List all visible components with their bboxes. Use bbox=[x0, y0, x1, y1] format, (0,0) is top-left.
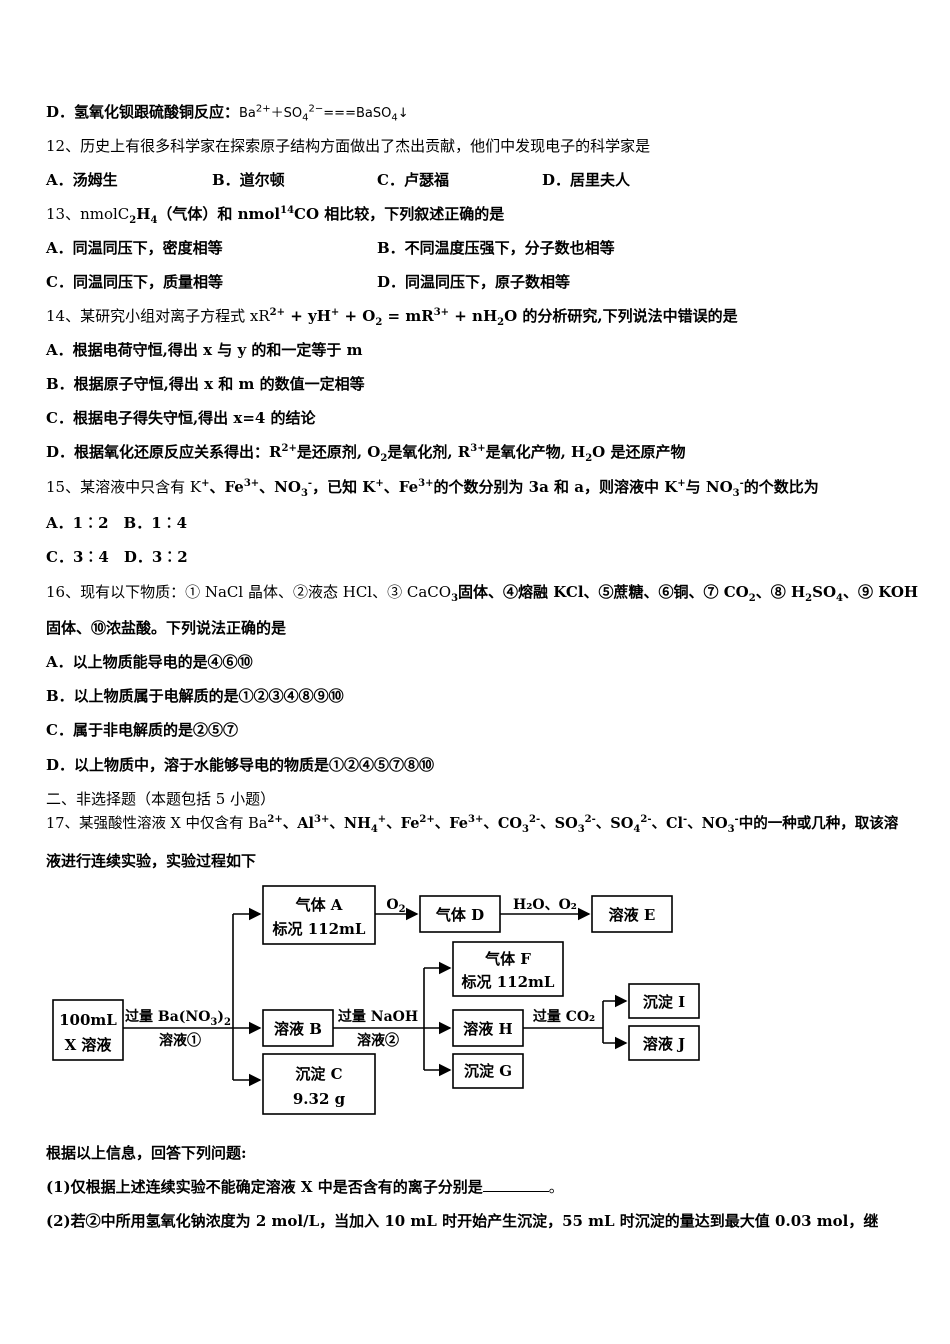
q13-option-c: C．同温同压下，质量相等 bbox=[46, 273, 223, 291]
q16-stem-continued: 固体、⑩浓盐酸。下列说法正确的是 bbox=[46, 619, 287, 637]
q13-option-b: B．不同温度压强下，分子数也相等 bbox=[377, 239, 615, 257]
q13-stem: 13、nmolC2H4（气体）和 nmol14CO 相比较，下列叙述正确的是 bbox=[46, 205, 505, 226]
reagent-2-label: 溶液② bbox=[357, 1032, 399, 1049]
gas-f-volume: 标况 112mL bbox=[461, 973, 555, 991]
box-precip-c bbox=[262, 1053, 376, 1115]
o2-label: O2 bbox=[386, 897, 405, 915]
box-precip-i bbox=[628, 983, 700, 1019]
precip-c-name: 沉淀 C bbox=[295, 1065, 342, 1083]
q17-part-2: (2)若②中所用氢氧化钠浓度为 2 mol/L，当加入 10 mL 时开始产生沉… bbox=[46, 1212, 879, 1230]
reagent-1-name: 过量 Ba(NO3)2 bbox=[125, 1008, 231, 1028]
q14-option-c: C．根据电子得失守恒,得出 x=4 的结论 bbox=[46, 409, 316, 427]
q14-option-b: B．根据原子守恒,得出 x 和 m 的数值一定相等 bbox=[46, 375, 365, 393]
x-solution-volume: 100mL bbox=[59, 1011, 117, 1029]
q15-options-row1: A．1︰2 B．1︰4 bbox=[46, 514, 188, 532]
q16-stem: 16、现有以下物质：① NaCl 晶体、②液态 HCl、③ CaCO3固体、④熔… bbox=[46, 583, 919, 604]
q11-option-d: D．氢氧化钡跟硫酸铜反应：Ba2+＋SO42−===BaSO4↓ bbox=[46, 103, 409, 124]
q14-stem: 14、某研究小组对离子方程式 xR2+ + yH+ + O2 = mR3+ + … bbox=[46, 307, 738, 328]
box-solution-j bbox=[628, 1025, 700, 1061]
box-x-solution bbox=[52, 999, 124, 1061]
q12-option-c: C．卢瑟福 bbox=[377, 171, 449, 189]
h2o-o2-label: H₂O、O₂ bbox=[513, 897, 577, 913]
q16-option-a: A．以上物质能导电的是④⑥⑩ bbox=[46, 653, 253, 671]
gas-d-name: 气体 D bbox=[435, 906, 484, 924]
gas-f-name: 气体 F bbox=[484, 950, 531, 968]
q17-stem-continued: 液进行连续实验，实验过程如下 bbox=[46, 852, 257, 870]
precip-g-name: 沉淀 G bbox=[464, 1062, 512, 1080]
q15-stem: 15、某溶液中只含有 K+、Fe3+、NO3-，已知 K+、Fe3+的个数分别为… bbox=[46, 478, 819, 499]
q13-option-d: D．同温同压下，原子数相等 bbox=[377, 273, 571, 291]
q13-option-a: A．同温同压下，密度相等 bbox=[46, 239, 223, 257]
q15-options-row2: C．3︰4 D．3︰2 bbox=[46, 548, 188, 566]
solution-j-name: 溶液 J bbox=[643, 1035, 685, 1053]
co2-label: 过量 CO₂ bbox=[533, 1008, 595, 1025]
section-heading: 二、非选择题（本题包括 5 小题） bbox=[46, 790, 276, 808]
reagent-2-name: 过量 NaOH bbox=[338, 1008, 418, 1025]
solution-h-name: 溶液 H bbox=[463, 1020, 512, 1038]
answer-blank[interactable] bbox=[482, 1177, 549, 1192]
q14-option-d: D．根据氧化还原反应关系得出：R2+是还原剂, O2是氧化剂, R3+是氧化产物… bbox=[46, 443, 686, 464]
x-solution-name: X 溶液 bbox=[65, 1036, 113, 1054]
precip-c-mass: 9.32 g bbox=[293, 1090, 346, 1108]
precip-i-name: 沉淀 I bbox=[643, 993, 685, 1011]
solution-b-name: 溶液 B bbox=[274, 1020, 322, 1038]
gas-a-volume: 标况 112mL bbox=[272, 920, 366, 938]
q17-stem: 17、某强酸性溶液 X 中仅含有 Ba2+、Al3+、NH4+、Fe2+、Fe3… bbox=[46, 814, 899, 835]
reagent-1-label: 溶液① bbox=[159, 1032, 201, 1049]
q12-option-d: D．居里夫人 bbox=[542, 171, 631, 189]
q17-intro: 根据以上信息，回答下列问题: bbox=[46, 1144, 247, 1162]
box-gas-f bbox=[452, 941, 564, 997]
q16-option-c: C．属于非电解质的是②⑤⑦ bbox=[46, 721, 238, 739]
box-solution-e bbox=[591, 895, 673, 933]
solution-e-name: 溶液 E bbox=[609, 906, 656, 924]
gas-a-name: 气体 A bbox=[295, 896, 343, 914]
q12-option-b: B．道尔顿 bbox=[212, 171, 285, 189]
q12-option-a: A．汤姆生 bbox=[46, 171, 118, 189]
q17-part-1: (1)仅根据上述连续实验不能确定溶液 X 中是否含有的离子分别是。 bbox=[46, 1177, 564, 1196]
q16-option-b: B．以上物质属于电解质的是①②③④⑧⑨⑩ bbox=[46, 687, 344, 705]
q14-option-a: A．根据电荷守恒,得出 x 与 y 的和一定等于 m bbox=[46, 341, 363, 359]
box-gas-a bbox=[262, 885, 376, 945]
q16-option-d: D．以上物质中，溶于水能够导电的物质是①②④⑤⑦⑧⑩ bbox=[46, 756, 435, 774]
box-precip-g bbox=[452, 1053, 524, 1089]
q12-stem: 12、历史上有很多科学家在探索原子结构方面做出了杰出贡献，他们中发现电子的科学家… bbox=[46, 137, 651, 155]
